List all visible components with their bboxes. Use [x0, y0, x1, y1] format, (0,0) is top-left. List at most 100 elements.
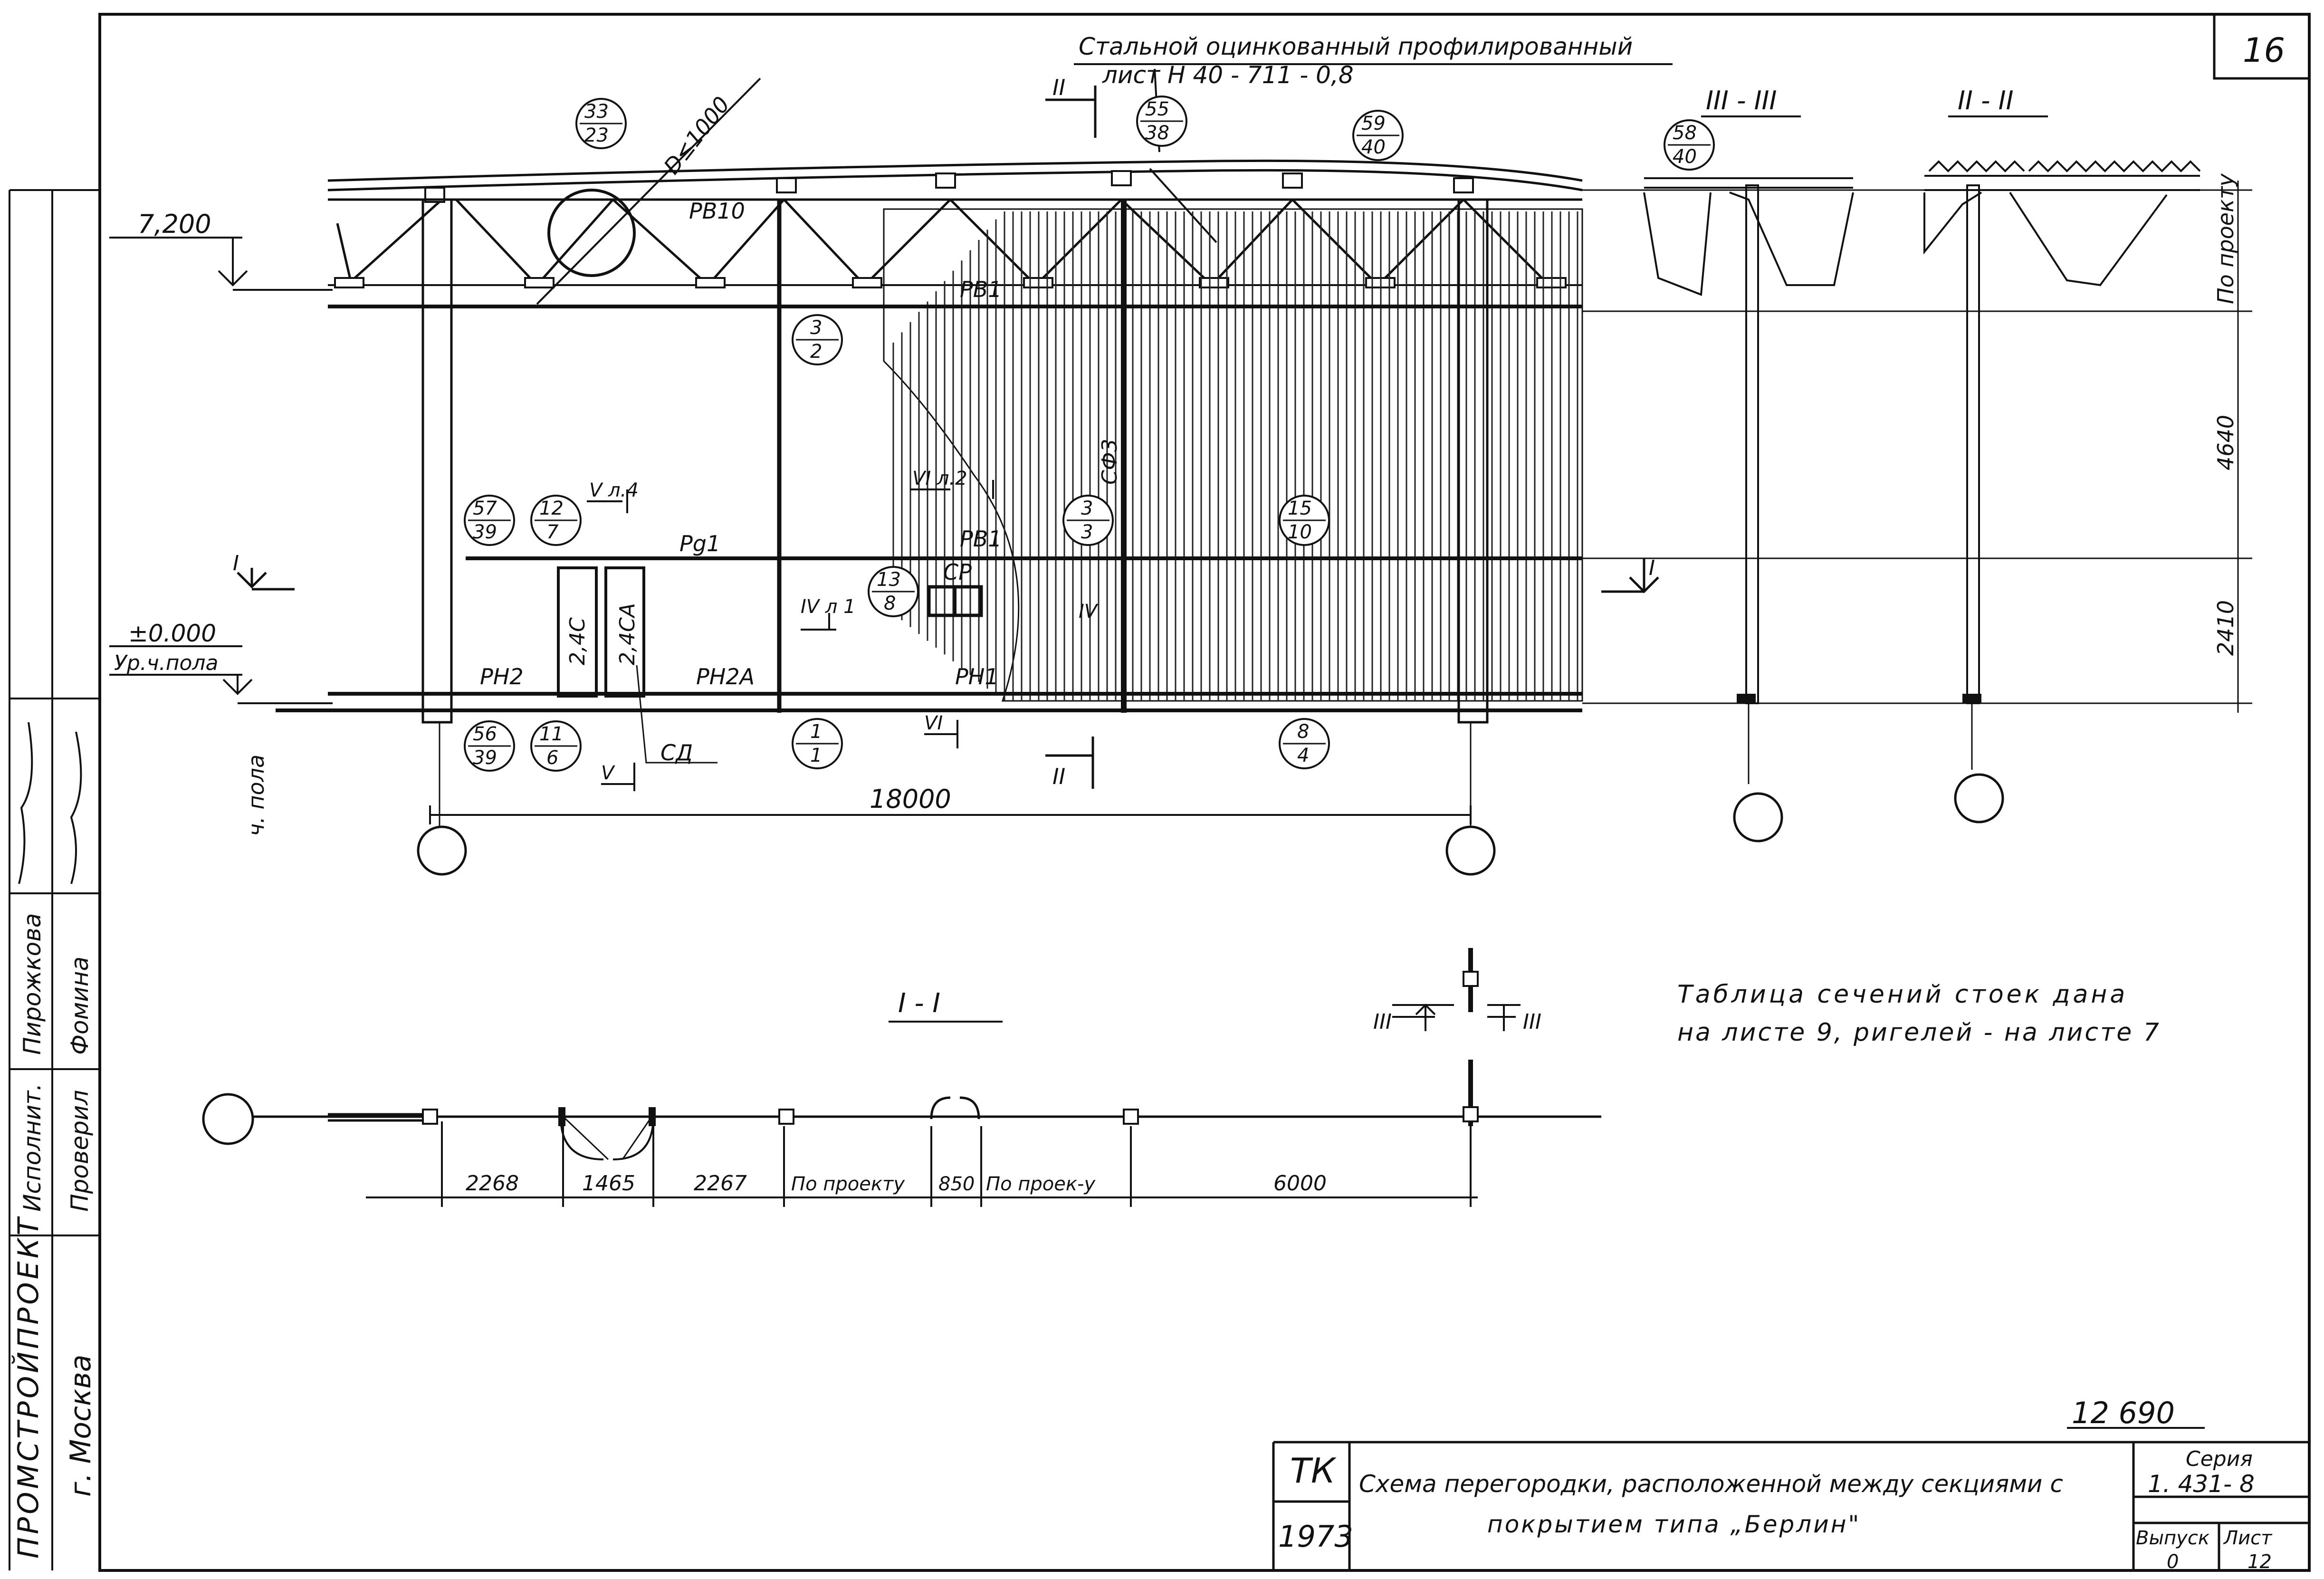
svg-text:23: 23 — [584, 124, 609, 146]
label-sf3: СФ3 — [1098, 439, 1122, 485]
door-left — [557, 566, 598, 698]
axis-bubble-right — [1445, 825, 1496, 876]
cut-i-right: I — [1649, 556, 1655, 580]
door-right — [604, 566, 645, 698]
note-top-line2: лист Н 40 - 711 - 0,8 — [1102, 61, 1354, 89]
callout: 138 — [868, 566, 919, 617]
duct-circle — [547, 189, 636, 277]
cut-ii-top: II — [1052, 75, 1065, 100]
door-label-2-4c: 2,4С — [565, 617, 590, 665]
label-cp: СР — [943, 559, 972, 585]
note-leaders — [536, 63, 1673, 305]
svg-text:11: 11 — [539, 723, 564, 745]
label-rv10: РВ10 — [689, 198, 745, 224]
title-line2: покрытием типа „Берлин" — [1487, 1511, 1861, 1538]
cut-vi-l2: VI л.2 — [912, 468, 967, 489]
title-line1: Схема перегородки, расположенной между с… — [1359, 1470, 2063, 1498]
plan-dim-2267: 2267 — [694, 1171, 747, 1196]
truss-diagonals — [336, 199, 1550, 286]
level-top: 7,200 — [138, 209, 211, 239]
issue-value: 0 — [2167, 1551, 2179, 1573]
label-rn2a: РН2А — [696, 664, 755, 689]
name-executor: Пирожкова — [19, 913, 46, 1055]
label-rn1: РН1 — [955, 664, 999, 689]
axis-bubble-plan — [202, 1093, 254, 1145]
name-checker: Фомина — [66, 957, 94, 1055]
section-iii-title: III - III — [1706, 86, 1777, 115]
svg-text:58: 58 — [1673, 122, 1697, 144]
cut-iv-l1: IV л 1 — [801, 596, 856, 618]
label-rg1: Рg1 — [679, 531, 720, 556]
svg-text:4: 4 — [1297, 745, 1309, 766]
section-ii: II - II — [1923, 86, 2201, 823]
floor-label: ч. пола — [243, 755, 269, 836]
svg-text:8: 8 — [884, 593, 896, 614]
org-top: ПРОМСТРОЙПРОЕКТ — [11, 1215, 45, 1559]
plan-dim-2268: 2268 — [466, 1171, 519, 1196]
svg-text:3: 3 — [1081, 498, 1093, 519]
svg-text:33: 33 — [584, 101, 609, 123]
svg-text:3: 3 — [810, 317, 822, 339]
svg-text:6: 6 — [546, 747, 558, 769]
cut-i-left: I — [233, 551, 239, 575]
dim-right-4640: 4640 — [2213, 415, 2238, 470]
cut-vi: VI — [924, 712, 943, 734]
plan-dim-850: 850 — [938, 1173, 975, 1195]
sheet-frame — [98, 13, 2311, 1572]
section-ii-title: II - II — [1958, 86, 2014, 115]
series-label: Серия — [2186, 1447, 2253, 1471]
axis-bubble-ii — [1954, 773, 2004, 823]
plan-dim-6000: 6000 — [1273, 1171, 1327, 1196]
drawing-code: 12 690 — [2072, 1396, 2175, 1430]
svg-text:40: 40 — [1361, 136, 1386, 158]
svg-text:55: 55 — [1145, 98, 1169, 120]
svg-text:39: 39 — [473, 521, 497, 543]
duct-label: D≤1000 — [659, 92, 735, 179]
svg-text:1: 1 — [810, 721, 822, 743]
svg-text:13: 13 — [877, 569, 901, 591]
section-i: I - I III III 2268 1465 2267 По проекту … — [202, 948, 1601, 1207]
svg-text:59: 59 — [1361, 113, 1386, 134]
cut-ii-bottom: II — [1052, 764, 1065, 789]
signatures — [18, 722, 82, 884]
cut-v-l4: V л.4 — [589, 479, 639, 501]
note-table-line2: на листе 9, ригелей - на листе 7 — [1677, 1018, 2161, 1047]
dim-right-2410: 2410 — [2213, 600, 2238, 656]
svg-text:8: 8 — [1297, 721, 1309, 743]
level-top-mark — [109, 237, 333, 291]
level-zero: ±0.000 — [128, 620, 216, 647]
right-dim-chain — [1582, 181, 2252, 713]
callout: 127 — [530, 495, 582, 546]
label-rv1b: РВ1 — [960, 526, 1002, 552]
sheet-label: Лист — [2223, 1527, 2273, 1549]
series-value: 1. 431- 8 — [2148, 1470, 2255, 1498]
profiled-sheet-hatch — [892, 211, 1578, 701]
callout: 32 — [792, 314, 843, 365]
callout: 116 — [530, 720, 582, 772]
corner-number: 16 — [2243, 31, 2285, 70]
plan-dim-1465: 1465 — [582, 1171, 635, 1196]
cut-v: V — [601, 762, 615, 784]
svg-text:10: 10 — [1288, 521, 1312, 543]
label-rn2: РН2 — [480, 664, 524, 689]
callout: 33 — [1062, 495, 1114, 546]
svg-text:56: 56 — [473, 723, 497, 745]
year: 1973 — [1278, 1519, 1353, 1554]
tk-label: ТК — [1290, 1451, 1337, 1491]
section-i-title: I - I — [898, 988, 940, 1019]
svg-text:7: 7 — [546, 521, 559, 543]
columns — [421, 198, 1489, 724]
span-dimension: 18000 — [870, 784, 951, 814]
profiled-sheet-outline — [883, 208, 1583, 702]
svg-text:1: 1 — [810, 745, 822, 766]
truss-top-chord — [327, 159, 1583, 201]
cut-iii-right: III — [1523, 1010, 1541, 1034]
